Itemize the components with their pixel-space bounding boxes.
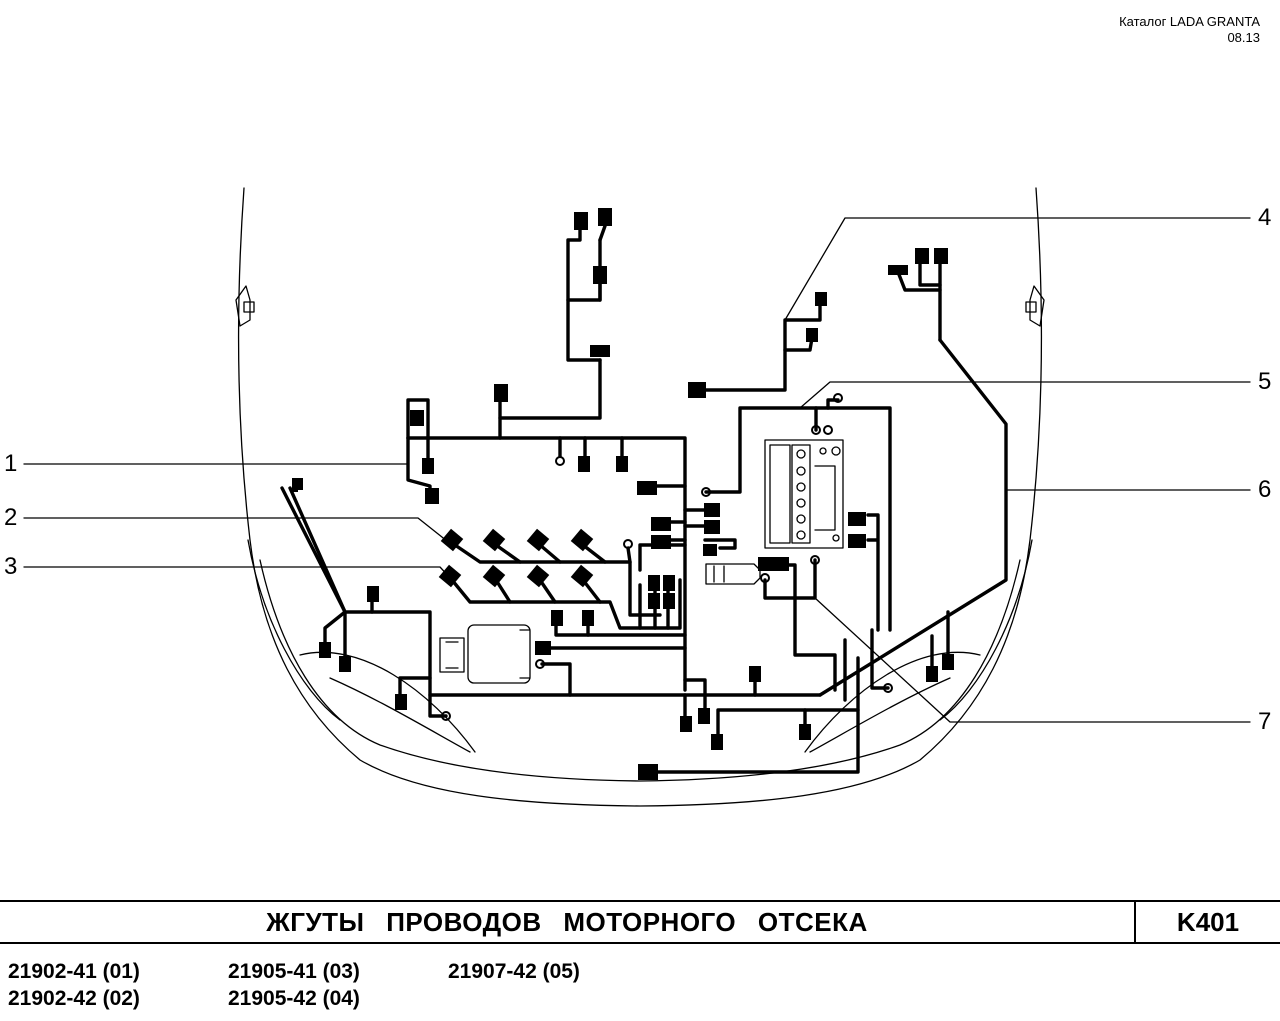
- callout-1: 1: [4, 450, 18, 477]
- harness-wires: [280, 224, 1008, 774]
- air-filter: [439, 624, 531, 684]
- variant-code: 21902-42 (02): [8, 987, 140, 1010]
- car-body-outline: [237, 187, 1043, 807]
- variant-code: 21905-42 (04): [228, 987, 360, 1010]
- title-block: ЖГУТЫ ПРОВОДОВ МОТОРНОГО ОТСЕКА K401: [0, 900, 1280, 944]
- variant-code: 21902-41 (01): [8, 960, 140, 983]
- callout-4: 4: [1258, 204, 1272, 231]
- callout-5: 5: [1258, 368, 1272, 395]
- callout-3: 3: [4, 553, 18, 580]
- variant-code: 21905-41 (03): [228, 960, 360, 983]
- callout-6: 6: [1258, 476, 1272, 503]
- left-mirror: [235, 285, 255, 327]
- connectors: [292, 208, 954, 780]
- ring-terminals: [441, 393, 893, 721]
- right-mirror: [1025, 285, 1045, 327]
- oxygen-sensor: [705, 563, 761, 585]
- catalog-date: 08.13: [1227, 30, 1260, 45]
- leader-lines: [23, 217, 1251, 723]
- battery: [764, 439, 844, 549]
- page-code: K401: [1176, 907, 1240, 937]
- catalog-title: Каталог LADA GRANTA: [1119, 14, 1260, 29]
- page-title: ЖГУТЫ ПРОВОДОВ МОТОРНОГО ОТСЕКА: [266, 907, 868, 937]
- title-divider: [1134, 902, 1136, 942]
- catalog-header: Каталог LADA GRANTA 08.13: [1119, 14, 1260, 46]
- callout-7: 7: [1258, 708, 1272, 735]
- engine-bay-harness-diagram: [23, 187, 1251, 807]
- variant-code: 21907-42 (05): [448, 960, 580, 983]
- callout-2: 2: [4, 504, 18, 531]
